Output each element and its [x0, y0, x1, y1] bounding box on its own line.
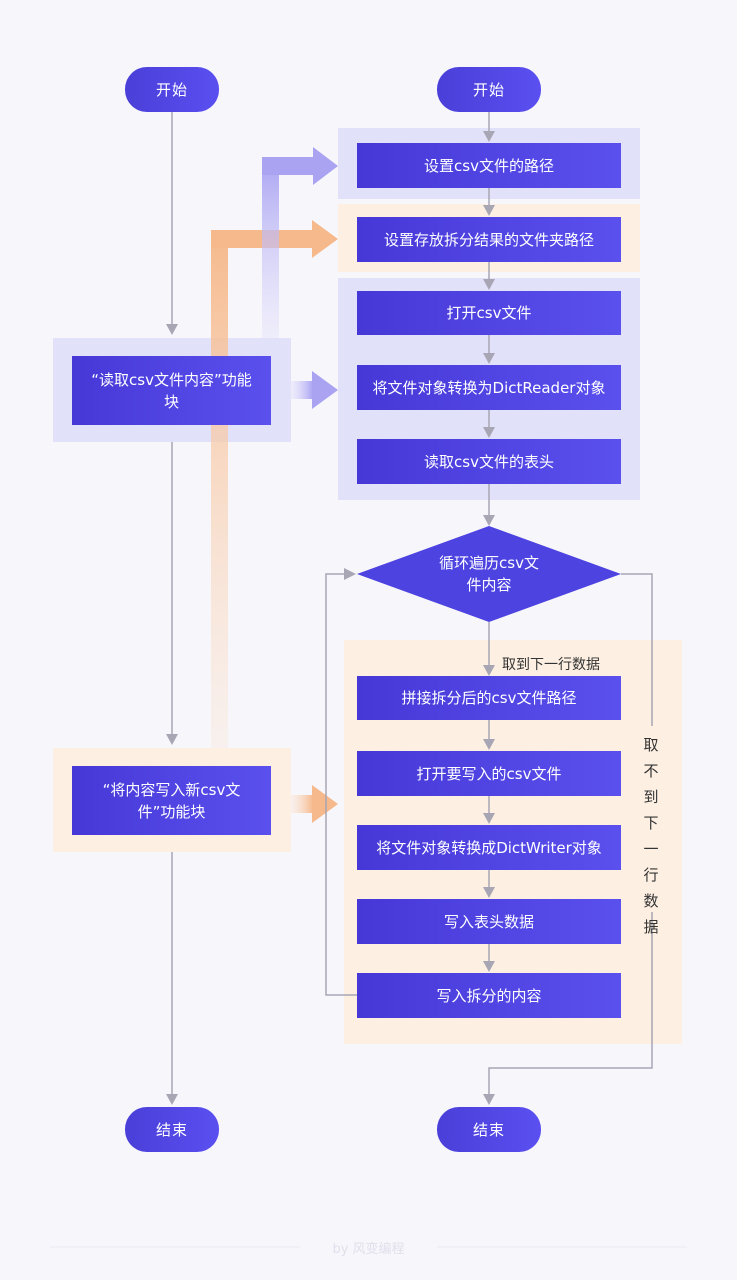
loop-decision-diamond	[357, 526, 621, 622]
read-csv-block: “读取csv文件内容”功能块	[72, 356, 271, 425]
write-csv-block: “将内容写入新csv文件”功能块	[72, 766, 271, 835]
step-set-folder-path: 设置存放拆分结果的文件夹路径	[357, 217, 621, 262]
right-start-node: 开始	[437, 67, 541, 112]
loop-decision-text: 循环遍历csv文件内容	[439, 554, 539, 594]
write-csv-block-label: “将内容写入新csv文件”功能块	[102, 780, 241, 821]
step-dictreader: 将文件对象转换为DictReader对象	[357, 365, 621, 410]
step-write-header: 写入表头数据	[357, 899, 621, 944]
step-open-csv: 打开csv文件	[357, 291, 621, 335]
step-write-content: 写入拆分的内容	[357, 973, 621, 1018]
step-join-path: 拼接拆分后的csv文件路径	[357, 676, 621, 720]
read-csv-block-label: “读取csv文件内容”功能块	[91, 370, 252, 411]
orange-big-arrow	[211, 232, 228, 748]
step-open-target: 打开要写入的csv文件	[357, 751, 621, 796]
step-dictwriter: 将文件对象转换成DictWriter对象	[357, 825, 621, 870]
left-start-node: 开始	[125, 67, 219, 112]
no-next-row-label: 取不到下一行数据	[643, 736, 659, 936]
step-read-header: 读取csv文件的表头	[357, 439, 621, 484]
got-next-row-label: 取到下一行数据	[502, 657, 600, 673]
right-end-node: 结束	[437, 1107, 541, 1152]
left-end-node: 结束	[125, 1107, 219, 1152]
loop-decision-label: 循环遍历csv文件内容	[409, 552, 569, 596]
step-set-csv-path: 设置csv文件的路径	[357, 143, 621, 188]
blue-big-arrow	[262, 157, 279, 338]
footer-credit: by 风变编程	[332, 1242, 405, 1257]
